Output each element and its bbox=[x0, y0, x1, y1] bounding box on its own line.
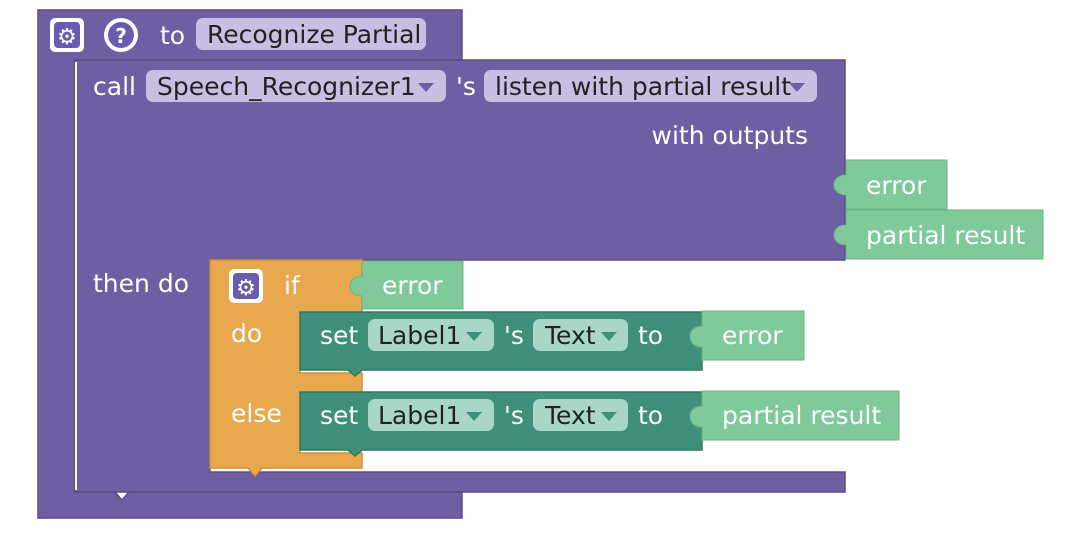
dropdown-arrow-icon bbox=[466, 412, 482, 421]
output-partial-result-block[interactable]: partial result bbox=[833, 209, 1044, 260]
dropdown-arrow-icon bbox=[466, 332, 482, 341]
dropdown-arrow-icon bbox=[418, 83, 434, 92]
component-dropdown[interactable]: Label1 bbox=[368, 319, 494, 351]
property-dropdown[interactable]: Text bbox=[533, 319, 628, 351]
set-possessive: 's bbox=[504, 321, 524, 350]
svg-text:⚙: ⚙ bbox=[57, 25, 77, 50]
method-dropdown-label: listen with partial result bbox=[495, 72, 791, 101]
svg-text:⚙: ⚙ bbox=[236, 276, 256, 301]
dropdown-arrow-icon bbox=[789, 83, 805, 92]
value-error-block[interactable]: error bbox=[689, 310, 805, 361]
call-block[interactable] bbox=[74, 59, 846, 493]
component-dropdown-label: Speech_Recognizer1 bbox=[157, 72, 416, 101]
component-dropdown[interactable]: Speech_Recognizer1 bbox=[146, 70, 446, 102]
output-error-label: error bbox=[866, 171, 927, 200]
value-error-label: error bbox=[722, 321, 783, 350]
do-label: do bbox=[231, 319, 262, 348]
help-icon[interactable]: ? bbox=[104, 18, 138, 52]
gear-icon[interactable]: ⚙ bbox=[50, 18, 84, 52]
call-possessive: 's bbox=[456, 72, 476, 101]
value-partial-result-label: partial result bbox=[722, 401, 881, 430]
property-dropdown[interactable]: Text bbox=[533, 399, 628, 431]
condition-error-label: error bbox=[382, 271, 443, 300]
svg-text:?: ? bbox=[115, 24, 127, 48]
call-label: call bbox=[93, 72, 136, 101]
output-partial-result-label: partial result bbox=[866, 221, 1025, 250]
set-component-label: Label1 bbox=[378, 321, 461, 350]
output-error-block[interactable]: error bbox=[833, 159, 948, 210]
set-label: set bbox=[320, 401, 358, 430]
component-dropdown[interactable]: Label1 bbox=[368, 399, 494, 431]
if-label: if bbox=[284, 271, 301, 300]
else-label: else bbox=[231, 399, 282, 428]
set-possessive: 's bbox=[504, 401, 524, 430]
procedure-name-field[interactable]: Recognize Partial bbox=[196, 18, 426, 50]
condition-error-block[interactable]: error bbox=[349, 260, 464, 310]
then-do-label: then do bbox=[93, 269, 189, 298]
procedure-to-label: to bbox=[160, 21, 185, 50]
dropdown-arrow-icon bbox=[601, 412, 617, 421]
set-component-label: Label1 bbox=[378, 401, 461, 430]
method-dropdown[interactable]: listen with partial result bbox=[484, 70, 817, 102]
set-block-do[interactable]: set Label1 's Text to bbox=[299, 311, 703, 377]
dropdown-arrow-icon bbox=[601, 332, 617, 341]
with-outputs-label: with outputs bbox=[652, 121, 808, 150]
set-block-else[interactable]: set Label1 's Text to bbox=[299, 391, 703, 457]
set-to-label: to bbox=[638, 321, 663, 350]
procedure-name: Recognize Partial bbox=[207, 20, 421, 49]
set-property-label: Text bbox=[544, 401, 596, 430]
set-property-label: Text bbox=[544, 321, 596, 350]
procedure-block[interactable] bbox=[37, 9, 463, 519]
value-partial-result-block[interactable]: partial result bbox=[689, 390, 900, 441]
set-label: set bbox=[320, 321, 358, 350]
set-to-label: to bbox=[638, 401, 663, 430]
if-gear-icon[interactable]: ⚙ bbox=[229, 269, 263, 303]
